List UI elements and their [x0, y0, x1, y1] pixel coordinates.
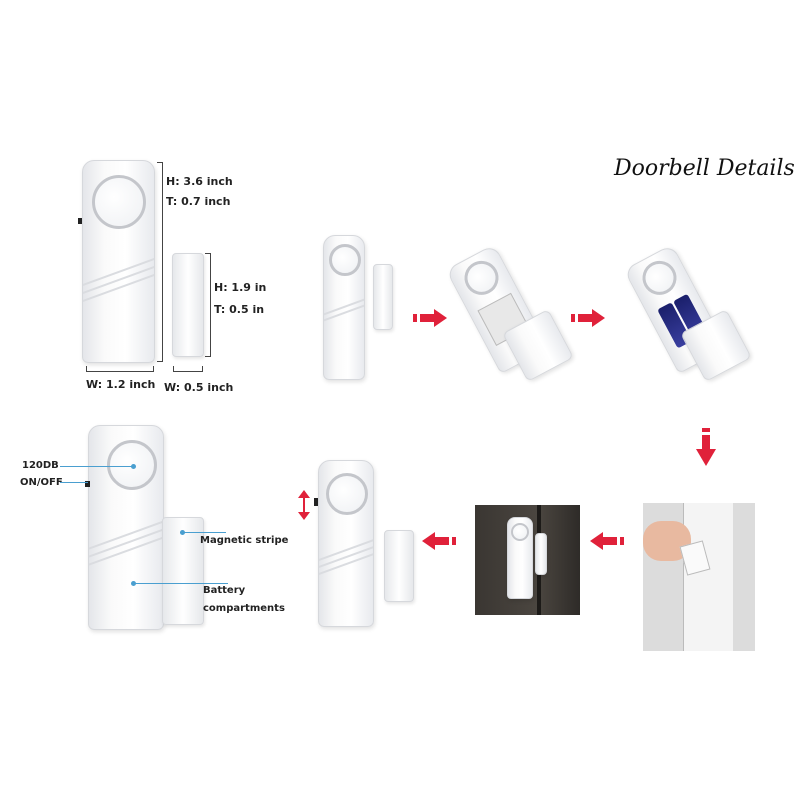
- labeled-magnet-unit: [162, 517, 204, 625]
- switch-icon: [78, 218, 82, 224]
- arrow-right-icon: [571, 309, 605, 327]
- magnet-unit: [172, 253, 204, 357]
- height-bracket: [157, 162, 163, 362]
- magnet-callout: Magnetic stripe: [200, 535, 289, 546]
- switch-icon: [85, 481, 90, 487]
- arrow-left-icon: [422, 532, 456, 550]
- magnet-thickness-label: T: 0.5 in: [214, 303, 265, 316]
- labeled-alarm-unit: [88, 425, 164, 630]
- switch-callout: ON/OFF: [20, 477, 63, 488]
- battery-callout-line1: Battery: [203, 585, 246, 596]
- magnet-width-bracket: [173, 366, 203, 372]
- magnet-height-label: H: 1.9 in: [214, 281, 267, 294]
- speaker-callout: 120DB: [22, 460, 59, 471]
- step-closed-unit: [323, 235, 365, 380]
- main-height-label: H: 3.6 inch: [166, 175, 233, 188]
- alarm-unit: [82, 160, 155, 363]
- adhesive-photo: [643, 503, 755, 651]
- magnet-height-bracket: [205, 253, 211, 357]
- arrow-left-icon: [590, 532, 624, 550]
- arrow-right-icon: [413, 309, 447, 327]
- step-switch-unit: [318, 460, 374, 627]
- magnet-width-label: W: 0.5 inch: [164, 381, 234, 394]
- battery-callout-line2: compartments: [203, 603, 285, 614]
- arrow-down-icon: [696, 428, 716, 466]
- step-closed-magnet: [373, 264, 393, 330]
- switch-icon: [314, 498, 318, 506]
- page-title: Doorbell Details: [614, 156, 795, 181]
- step-switch-magnet: [384, 530, 414, 602]
- width-bracket: [86, 366, 154, 372]
- door-mounted-photo: [475, 505, 580, 615]
- main-thickness-label: T: 0.7 inch: [166, 195, 231, 208]
- main-width-label: W: 1.2 inch: [86, 378, 156, 391]
- speaker-icon: [92, 175, 146, 229]
- up-down-arrow-icon: [298, 490, 310, 520]
